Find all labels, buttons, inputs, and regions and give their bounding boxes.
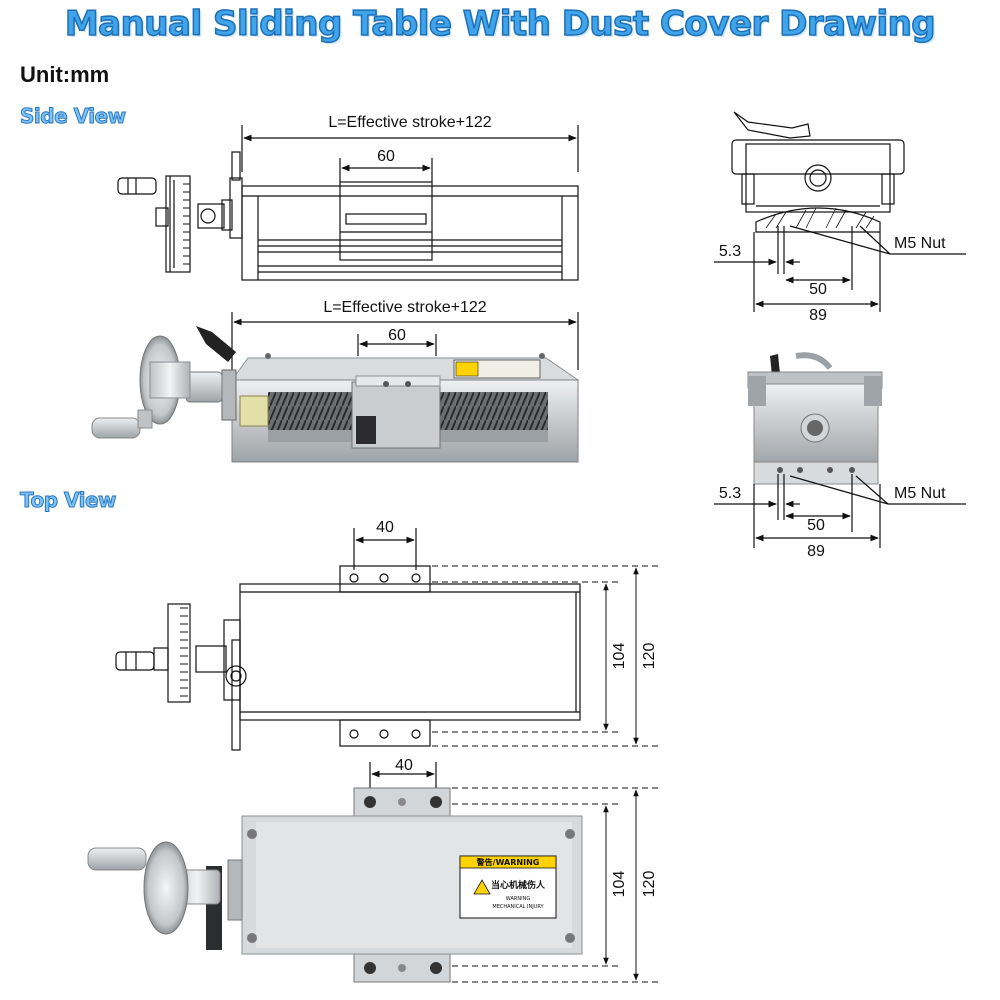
end-offset-label: 5.3: [719, 243, 741, 260]
side-view-label: Side View: [20, 104, 127, 129]
unit-label: Unit:mm: [20, 62, 110, 87]
end-nut-label: M5 Nut: [894, 235, 946, 252]
handwheel-ticks-side: [183, 183, 190, 265]
top-render-outer-width-label: 120: [641, 871, 658, 898]
end-render-width-label: 89: [807, 543, 825, 560]
end-render-nut-label: M5 Nut: [894, 485, 946, 502]
side-slider-width-label: 60: [377, 148, 395, 165]
render-length-label: L=Effective stroke+122: [323, 299, 486, 316]
warning-label-chinese: 当心机械伤人: [491, 879, 546, 891]
top-render-extension-lines: [452, 787, 662, 983]
end-render-dimensions: [714, 474, 966, 548]
end-width-label: 89: [809, 307, 827, 324]
drawing-title: Manual Sliding Table With Dust Cover Dra…: [64, 3, 936, 45]
end-render-offset-label: 5.3: [719, 485, 741, 502]
render-slider-width-label: 60: [388, 327, 406, 344]
top-render-inner-width-label: 104: [611, 871, 628, 898]
top-view-line-drawing: [115, 528, 581, 751]
top-view-label: Top View: [19, 488, 117, 513]
top-render-hole-spacing-label: 40: [395, 757, 413, 774]
top-view-product-render: [87, 762, 583, 983]
warning-label-english-1: WARNING: [506, 896, 531, 902]
end-hole-spacing-label: 50: [809, 281, 827, 298]
side-view-product-render: [91, 312, 580, 463]
top-view-extension-lines: [180, 565, 662, 747]
top-inner-width-label: 104: [611, 643, 628, 670]
top-outer-width-label: 120: [641, 643, 658, 670]
warning-label-english-2: MECHANICAL INJURY: [492, 904, 544, 910]
warning-label-header: 警告/WARNING: [476, 857, 540, 867]
end-view-product-render: [747, 352, 883, 485]
end-view-line-drawing: [714, 111, 966, 312]
side-view-line-drawing: [117, 125, 579, 281]
end-view-hatching: [765, 207, 875, 229]
top-hole-spacing-label: 40: [376, 519, 394, 536]
side-length-label: L=Effective stroke+122: [328, 114, 491, 131]
end-render-hole-spacing-label: 50: [807, 517, 825, 534]
